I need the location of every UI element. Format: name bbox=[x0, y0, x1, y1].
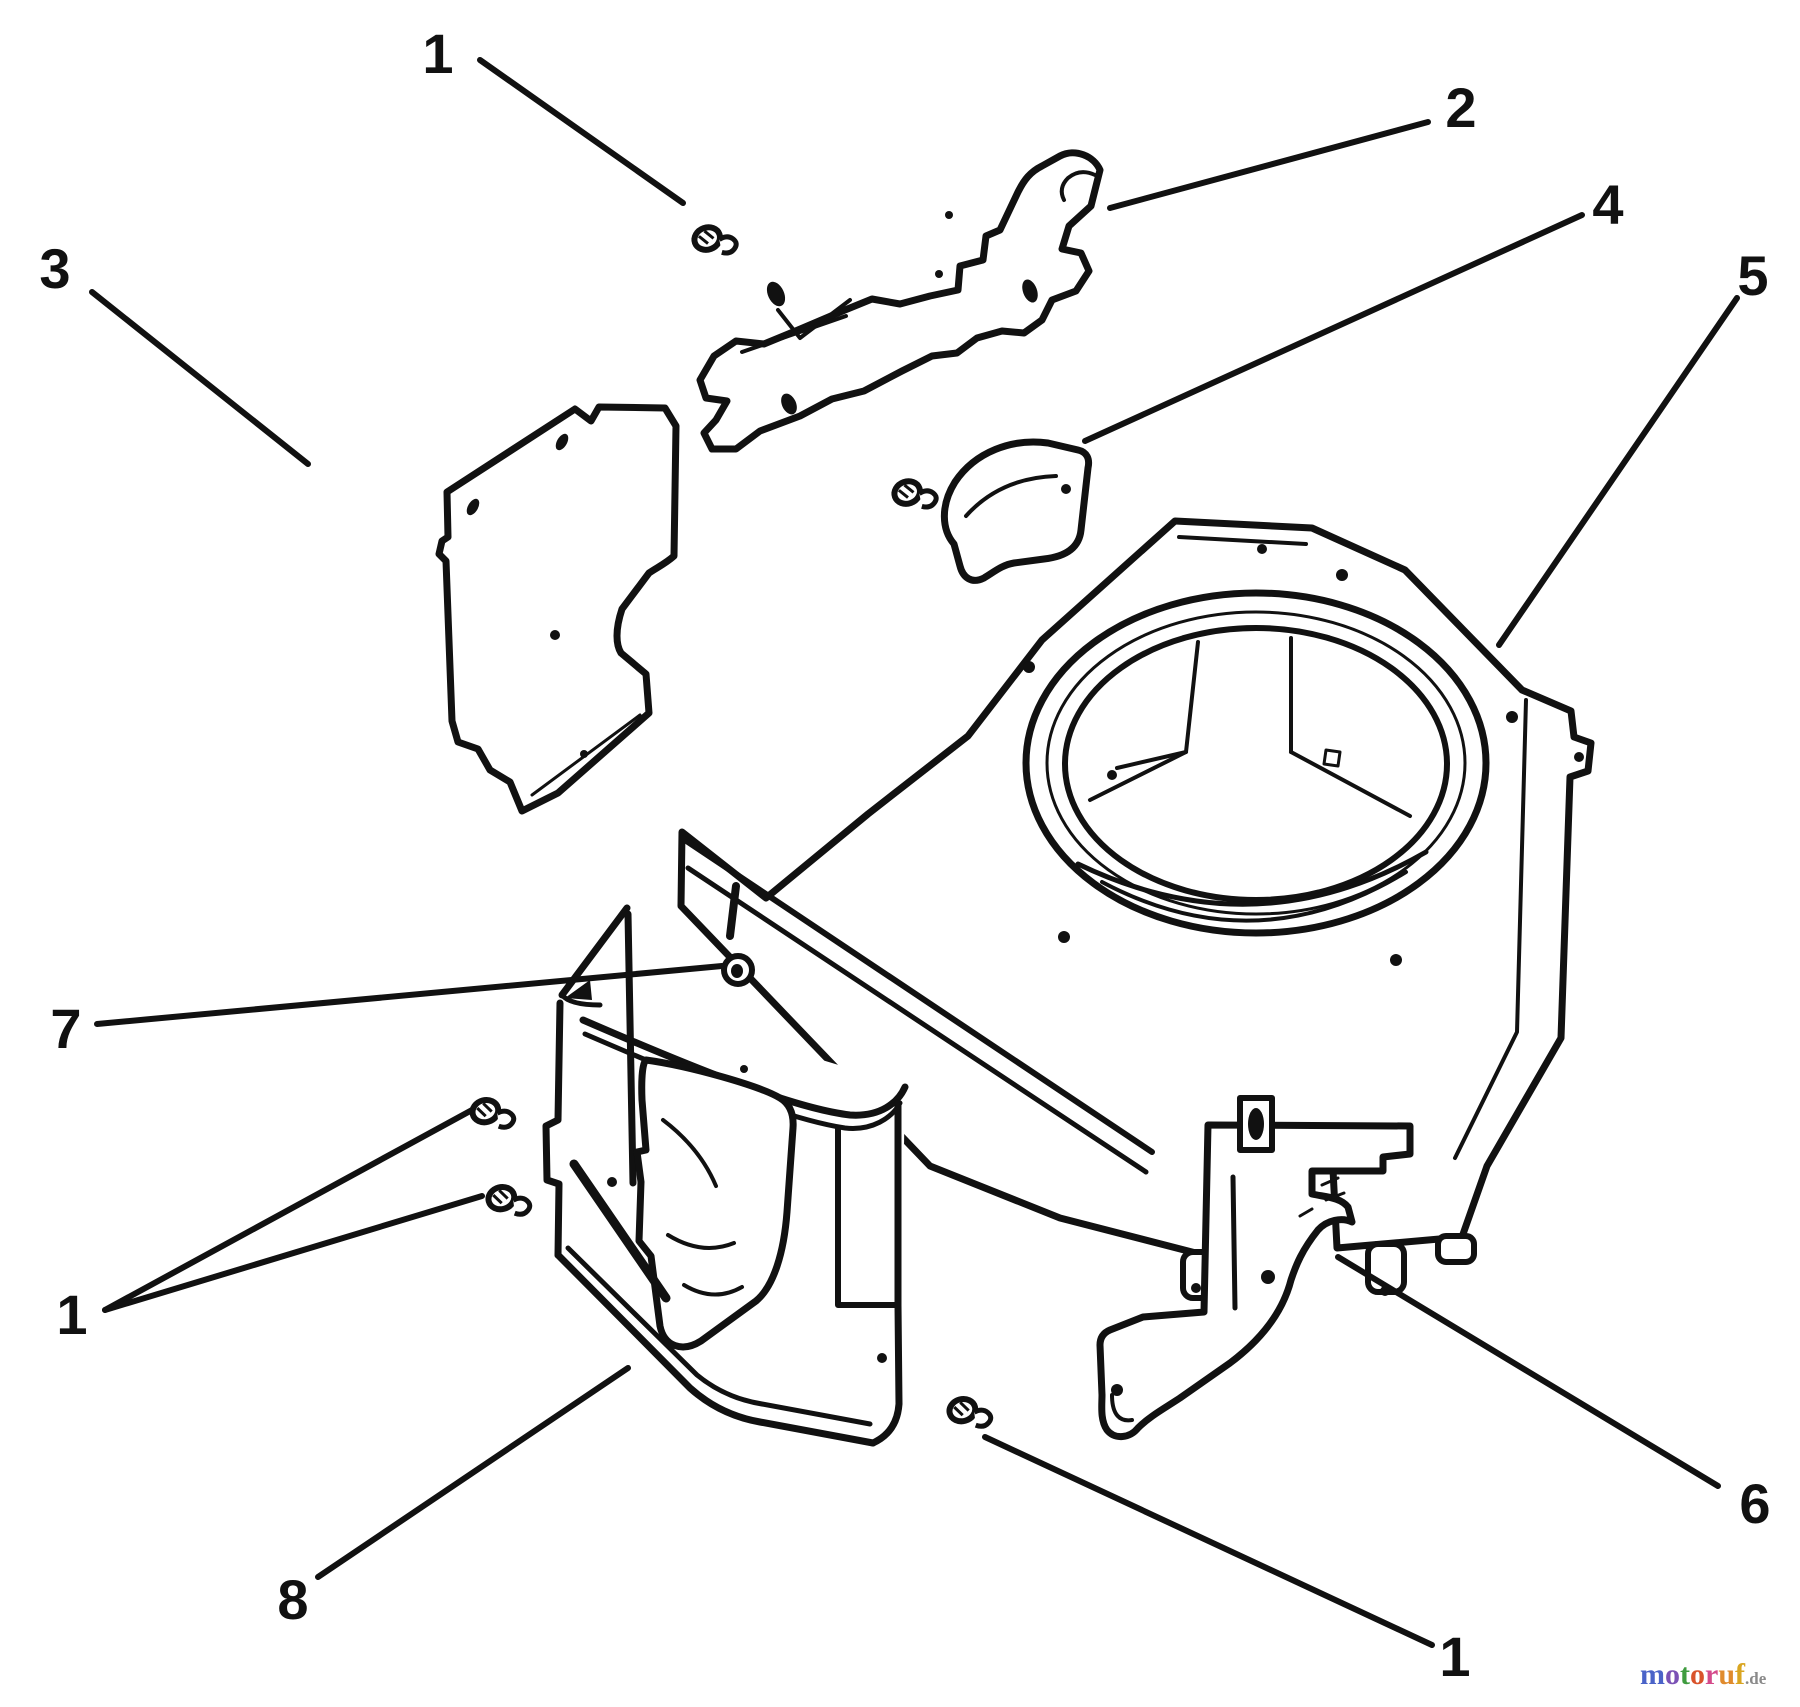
callout-layer: 1 2 3 4 5 6 7 1 8 1 bbox=[39, 22, 1770, 1688]
callout-label-5: 5 bbox=[1737, 244, 1768, 307]
leader-line-6 bbox=[1335, 1254, 1721, 1489]
watermark-motoruf: motoruf.de bbox=[1640, 1660, 1766, 1690]
watermark-letter: r bbox=[1705, 1658, 1719, 1691]
watermark-letter: f bbox=[1735, 1658, 1746, 1691]
callout-label-6: 6 bbox=[1739, 1472, 1770, 1535]
watermark-suffix: .de bbox=[1745, 1669, 1767, 1688]
right-bracket-part bbox=[1096, 1095, 1414, 1440]
upper-bracket-part bbox=[696, 149, 1104, 453]
cylinder-baffle-part bbox=[940, 438, 1093, 584]
callout-label-1: 1 bbox=[422, 22, 453, 85]
housing-edge-tick bbox=[726, 882, 740, 940]
blower-housing-part bbox=[677, 517, 1595, 1301]
watermark-letter: m bbox=[1640, 1658, 1665, 1691]
leader-line-5 bbox=[1496, 295, 1740, 648]
leader-line-2 bbox=[1107, 119, 1431, 211]
fan-opening-interior bbox=[1088, 636, 1412, 818]
callout-label-2: 2 bbox=[1445, 76, 1476, 139]
bolt-icon bbox=[891, 473, 938, 516]
watermark-letter: o bbox=[1665, 1658, 1680, 1691]
leader-line-1 bbox=[477, 57, 686, 206]
callout-label-3: 3 bbox=[39, 237, 70, 300]
callout-label-7: 7 bbox=[50, 997, 81, 1060]
leader-line-1 bbox=[982, 1434, 1435, 1648]
leader-line-7 bbox=[94, 963, 725, 1027]
bolt-icon bbox=[947, 1393, 993, 1434]
leader-line-3 bbox=[89, 289, 311, 467]
lower-shroud-part bbox=[542, 882, 909, 1452]
bolt-icon bbox=[486, 1181, 532, 1222]
callout-label-1: 1 bbox=[56, 1283, 87, 1346]
leader-line-4 bbox=[1082, 212, 1585, 444]
leader-line-1 bbox=[102, 1193, 485, 1313]
leader-line-1 bbox=[102, 1107, 475, 1313]
bolt-icon bbox=[470, 1094, 516, 1135]
leader-line-8 bbox=[315, 1365, 631, 1580]
callout-label-1: 1 bbox=[1439, 1625, 1470, 1688]
watermark-letter: u bbox=[1718, 1658, 1736, 1691]
housing-ledge-line bbox=[679, 835, 1155, 1155]
fan-opening-outer-ring bbox=[1022, 589, 1490, 937]
bolt-icon bbox=[691, 219, 738, 262]
callout-label-4: 4 bbox=[1592, 173, 1623, 236]
watermark-letter: t bbox=[1680, 1658, 1690, 1691]
left-baffle-part bbox=[435, 403, 680, 815]
callout-label-8: 8 bbox=[277, 1568, 308, 1631]
fan-opening-inner-ring bbox=[1062, 625, 1450, 903]
nut-icon bbox=[724, 956, 752, 984]
watermark-letter: o bbox=[1690, 1658, 1705, 1691]
